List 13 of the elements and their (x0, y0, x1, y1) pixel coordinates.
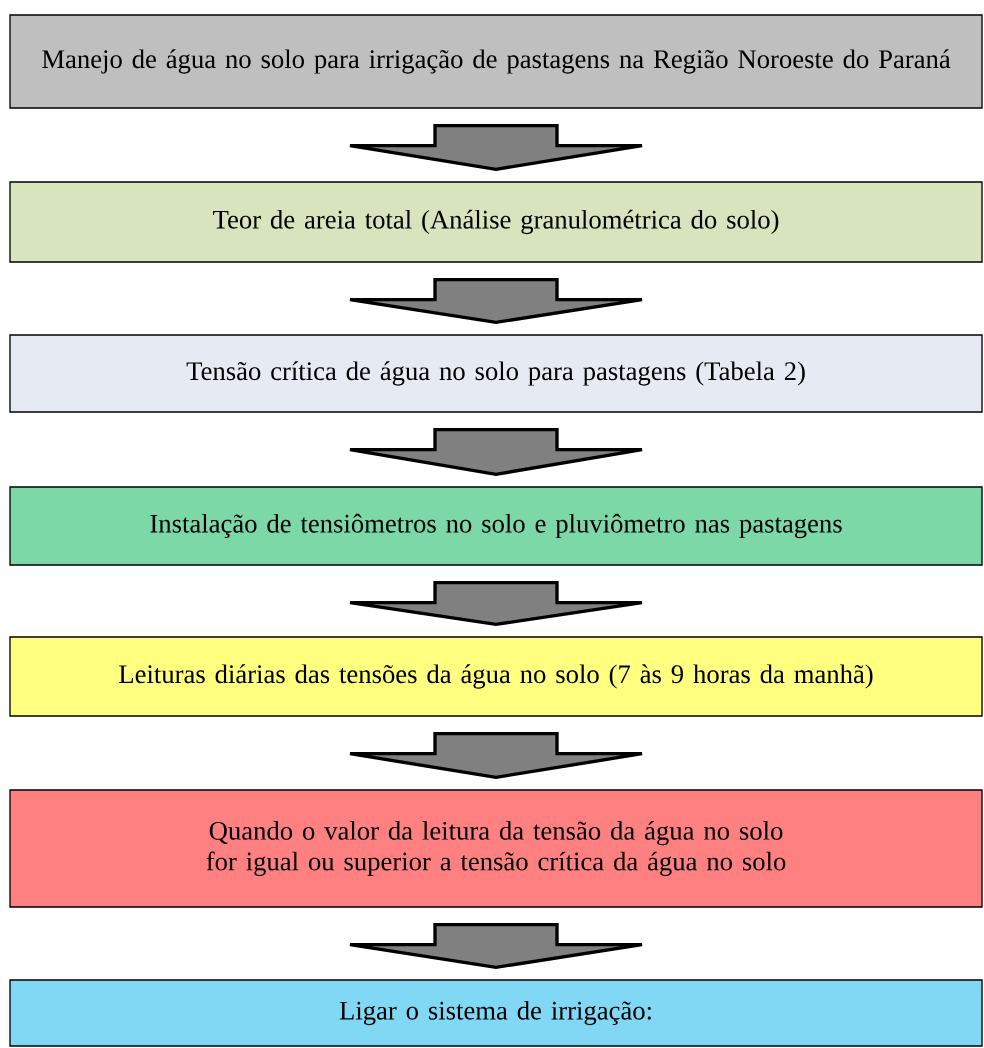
process-box: Ligar o sistema de irrigação: (9, 979, 983, 1047)
process-box: Tensão crítica de água no solo para pastagens (Tabela 2) (9, 334, 983, 413)
block-arrow (348, 428, 644, 477)
process-box: Quando o valor da leitura da tensão da água no solo for igual ou superior a tensão crítica da água no solo (9, 789, 983, 908)
block-arrow (348, 278, 644, 324)
process-box: Teor de areia total (Análise granulométrica do solo) (9, 181, 983, 263)
process-box: Leituras diárias das tensões da água no solo (7 às 9 horas da manhã) (9, 636, 983, 717)
block-arrow (348, 124, 644, 171)
block-arrow (348, 732, 644, 780)
block-arrow (348, 581, 644, 627)
process-box: Manejo de água no solo para irrigação de pastagens na Região Noroeste do Paraná (9, 14, 983, 109)
process-box: Instalação de tensiômetros no solo e pluviômetro nas pastagens (9, 486, 983, 566)
block-arrow (348, 923, 644, 970)
